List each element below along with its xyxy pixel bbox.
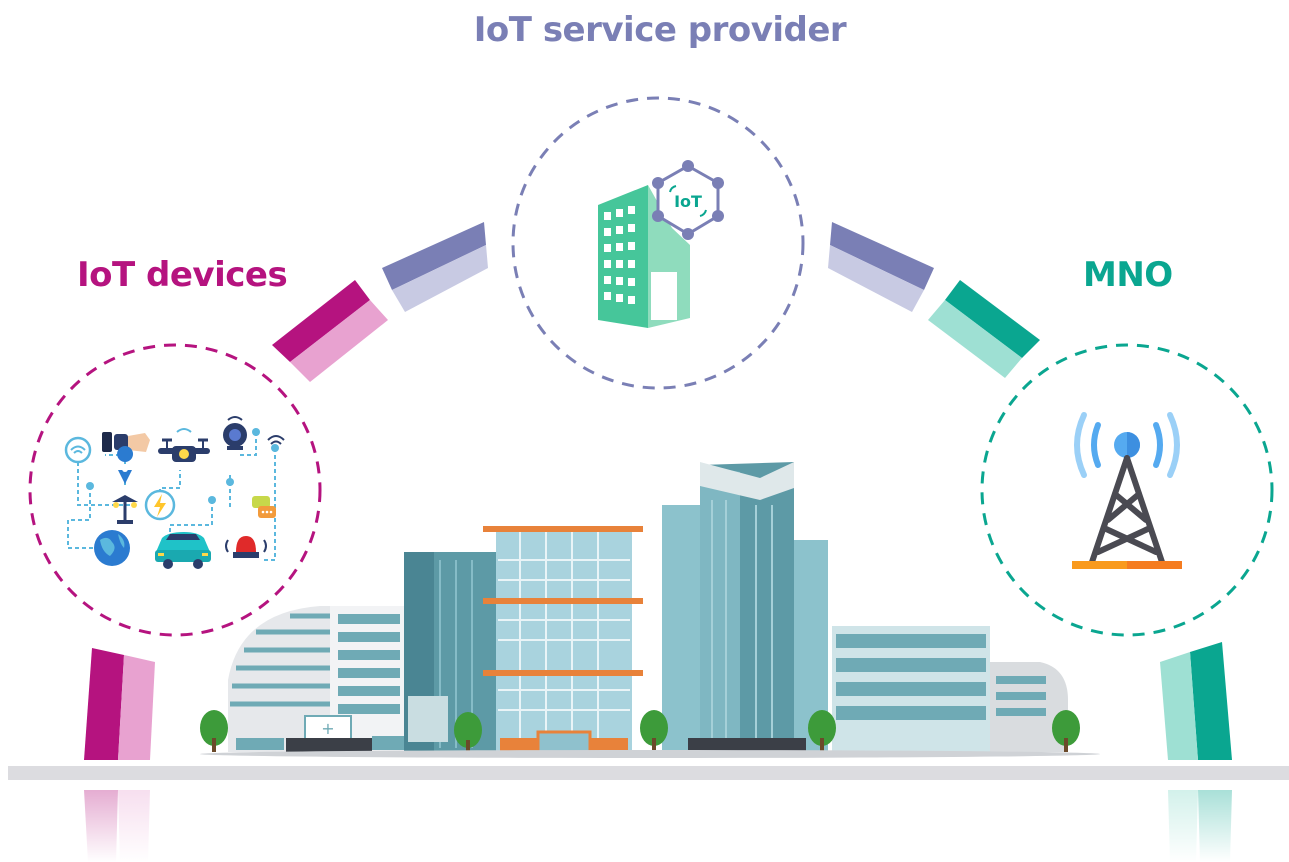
- provider-circle: [511, 96, 805, 390]
- band-right-arc: [928, 280, 1040, 378]
- tree-icon: [200, 710, 228, 752]
- globe-icon: [94, 530, 130, 566]
- cell-tower-icon: [1072, 412, 1182, 569]
- band-right-pillar: [1160, 642, 1232, 760]
- tree-icon: [454, 712, 482, 752]
- camera-icon: [223, 416, 247, 450]
- iot-badge-label: IoT: [674, 192, 702, 211]
- ground-line: [8, 766, 1289, 780]
- provider-title: IoT service provider: [473, 10, 847, 50]
- band-provider-left: [382, 222, 488, 312]
- mno-circle: [980, 343, 1274, 637]
- drone-icon: [158, 428, 210, 462]
- devices-title: IoT devices: [77, 255, 288, 295]
- tree-icon: [808, 710, 836, 752]
- devices-cluster: [64, 416, 285, 569]
- iot-hexagon-icon: IoT: [652, 160, 724, 240]
- devices-circle: [28, 343, 322, 637]
- alarm-siren-icon: [225, 536, 267, 558]
- chat-icon: [252, 496, 276, 518]
- band-provider-right: [828, 222, 934, 312]
- svg-text:+: +: [321, 719, 334, 738]
- pillar-reflections: [70, 790, 1250, 862]
- domed-building: +: [228, 606, 448, 754]
- location-pin-icon: [117, 446, 134, 484]
- wide-office: [832, 626, 1068, 752]
- mno-title: MNO: [1083, 255, 1173, 295]
- skyscraper: [662, 462, 828, 752]
- tree-icon: [640, 710, 668, 752]
- teal-tower: [404, 552, 496, 752]
- car-icon: [155, 532, 211, 569]
- glass-office: [483, 526, 643, 754]
- band-left-pillar: [84, 648, 155, 760]
- wifi-icon: [64, 436, 92, 464]
- signal-waves-icon: [1074, 412, 1180, 478]
- band-left-arc: [272, 280, 388, 382]
- smartwatch-icon: [102, 432, 150, 452]
- tree-icon: [1052, 710, 1080, 752]
- city-skyline: +: [200, 462, 1100, 758]
- wifi-icon: [267, 435, 285, 445]
- street-lamp-icon: [112, 495, 138, 524]
- connection-band: [84, 222, 1232, 760]
- power-icon: [144, 489, 176, 521]
